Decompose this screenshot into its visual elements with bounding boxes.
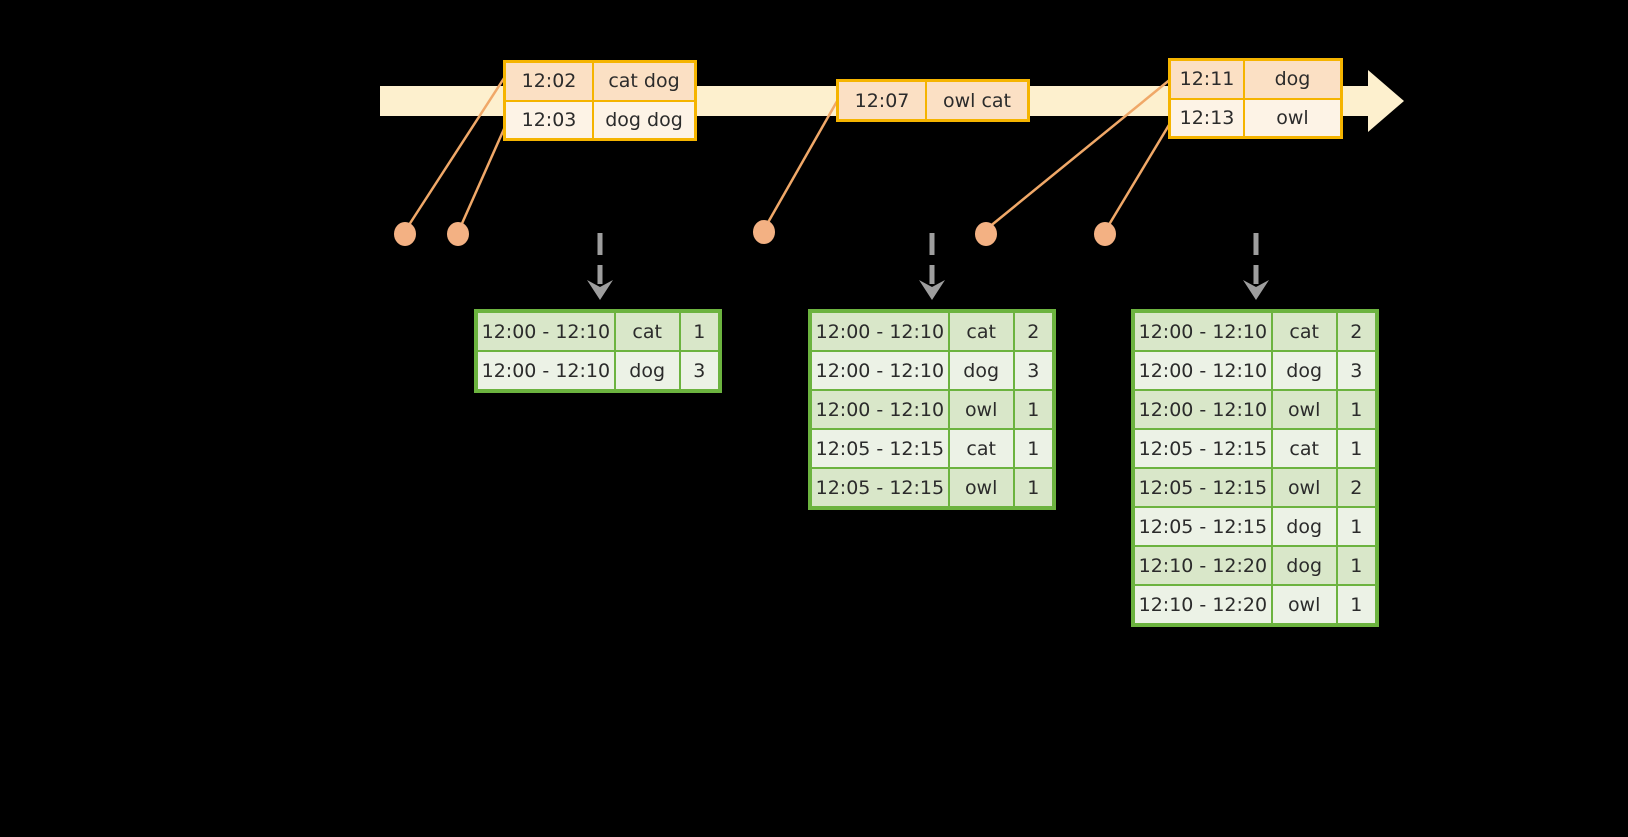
cell-key: dog (1270, 352, 1336, 389)
cell-window: 12:00 - 12:10 (815, 320, 945, 343)
event-time: 12:07 (854, 89, 910, 112)
cell-window: 12:05 - 12:15 (815, 476, 945, 499)
cell-count: 1 (1012, 469, 1052, 506)
event-value: dog (1243, 61, 1340, 98)
cell-count: 1 (1335, 547, 1375, 584)
event-dot-4 (975, 222, 997, 246)
cell-window: 12:05 - 12:15 (1138, 515, 1268, 538)
cell-window: 12:10 - 12:20 (1138, 593, 1268, 616)
event-row: 12:03 dog dog (506, 99, 694, 138)
timeline-event-box-3: 12:11 dog 12:13 owl (1168, 58, 1343, 139)
timeline-event-box-2: 12:07 owl cat (836, 79, 1030, 122)
cell-count: 1 (678, 313, 718, 350)
cell-window: 12:00 - 12:10 (815, 359, 945, 382)
cell-count: 3 (1335, 352, 1375, 389)
cell-key: owl (1270, 469, 1336, 506)
cell-window: 12:05 - 12:15 (1138, 476, 1268, 499)
cell-key: owl (947, 469, 1013, 506)
dashed-arrow-head-icon-2 (919, 280, 945, 300)
cell-window: 12:00 - 12:10 (481, 320, 611, 343)
event-dot-2 (447, 222, 469, 246)
cell-count: 1 (1012, 430, 1052, 467)
cell-window: 12:00 - 12:10 (1138, 398, 1268, 421)
cell-window: 12:00 - 12:10 (1138, 359, 1268, 382)
cell-key: cat (1270, 313, 1336, 350)
cell-count: 2 (1335, 313, 1375, 350)
event-value: dog dog (592, 101, 694, 138)
cell-count: 1 (1012, 391, 1052, 428)
event-dot-3 (753, 220, 775, 244)
cell-count: 3 (1012, 352, 1052, 389)
event-connector-line-2 (458, 119, 510, 229)
cell-window: 12:00 - 12:10 (1138, 320, 1268, 343)
event-dot-1 (394, 222, 416, 246)
cell-key: cat (613, 313, 679, 350)
cell-count: 2 (1335, 469, 1375, 506)
dashed-arrow-head-icon-3 (1243, 280, 1269, 300)
timeline-event-box-1: 12:02 cat dog 12:03 dog dog (503, 60, 697, 141)
cell-key: cat (1270, 430, 1336, 467)
cell-count: 1 (1335, 391, 1375, 428)
cell-count: 3 (678, 352, 718, 389)
cell-window: 12:00 - 12:10 (815, 398, 945, 421)
cell-key: dog (613, 352, 679, 389)
event-connector-line-5 (1105, 119, 1174, 229)
event-value: owl (1243, 99, 1340, 136)
cell-window: 12:05 - 12:15 (815, 437, 945, 460)
cell-count: 1 (1335, 508, 1375, 545)
event-time: 12:02 (521, 70, 577, 93)
event-row: 12:07 owl cat (839, 82, 1027, 119)
cell-key: dog (947, 352, 1013, 389)
event-value: cat dog (592, 63, 694, 100)
event-time: 12:11 (1179, 68, 1235, 91)
event-dot-5 (1094, 222, 1116, 246)
dashed-arrow-head-icon-1 (587, 280, 613, 300)
event-dot-markers (394, 220, 1116, 246)
cell-key: dog (1270, 547, 1336, 584)
event-time: 12:13 (1179, 106, 1235, 129)
cell-key: owl (947, 391, 1013, 428)
cell-key: owl (1270, 391, 1336, 428)
dashed-flow-arrows (587, 233, 1269, 300)
timeline-arrowhead-icon (1368, 70, 1404, 132)
event-value: owl cat (925, 82, 1027, 119)
cell-key: owl (1270, 586, 1336, 623)
cell-key: cat (947, 430, 1013, 467)
cell-window: 12:00 - 12:10 (481, 359, 611, 382)
cell-count: 2 (1012, 313, 1052, 350)
event-time: 12:03 (521, 108, 577, 131)
cell-window: 12:05 - 12:15 (1138, 437, 1268, 460)
cell-key: cat (947, 313, 1013, 350)
cell-count: 1 (1335, 586, 1375, 623)
cell-key: dog (1270, 508, 1336, 545)
event-row: 12:13 owl (1171, 97, 1340, 136)
event-row: 12:02 cat dog (506, 63, 694, 100)
cell-window: 12:10 - 12:20 (1138, 554, 1268, 577)
cell-count: 1 (1335, 430, 1375, 467)
event-row: 12:11 dog (1171, 61, 1340, 98)
